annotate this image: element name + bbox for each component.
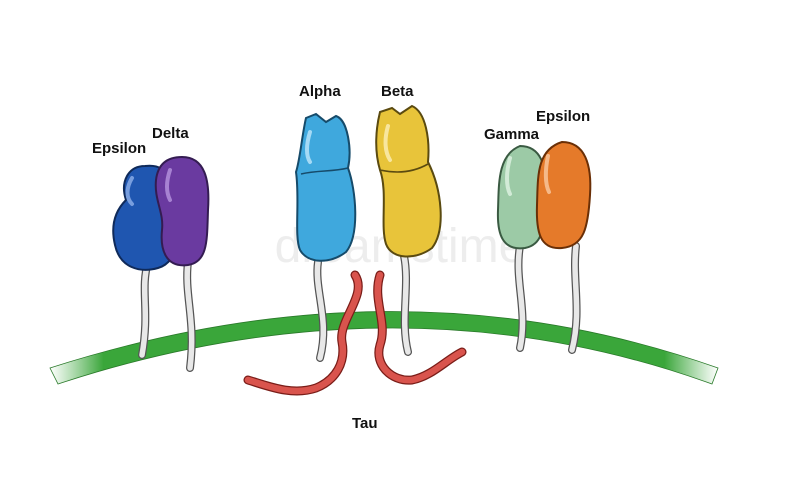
- label-tau: Tau: [352, 415, 378, 432]
- epsilon-right-subunit: [535, 140, 592, 250]
- tau-protein: [243, 270, 467, 396]
- label-alpha: Alpha: [299, 83, 341, 100]
- beta-subunit: [375, 104, 442, 258]
- delta-subunit: [154, 155, 210, 267]
- lipid-anchors: [138, 242, 581, 372]
- label-epsilon-left: Epsilon: [92, 140, 146, 157]
- label-delta: Delta: [152, 125, 189, 142]
- label-epsilon-right: Epsilon: [536, 108, 590, 125]
- label-beta: Beta: [381, 83, 414, 100]
- label-gamma: Gamma: [484, 126, 540, 143]
- alpha-subunit: [294, 112, 357, 262]
- cell-membrane: [49, 311, 719, 385]
